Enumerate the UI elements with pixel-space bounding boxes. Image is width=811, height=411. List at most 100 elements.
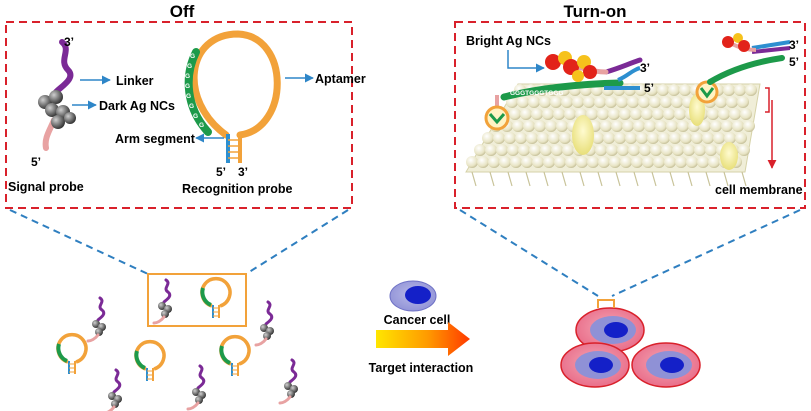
lipid-head [515, 132, 527, 144]
bright-ag-cluster-left [545, 51, 597, 82]
lipid-head [653, 156, 665, 168]
target-cell [575, 307, 645, 353]
lipid-head [609, 156, 621, 168]
lipid-head [572, 96, 584, 108]
lipid-tail [687, 171, 693, 187]
recognition-probe: G G G G G G G G [184, 30, 281, 163]
membrane-bracket [765, 87, 770, 113]
lipid-head [614, 132, 626, 144]
lipid-head [699, 120, 711, 132]
lipid-head [694, 144, 706, 156]
turn-on-three-prime-a: 3’ [640, 61, 650, 75]
lipid-head [474, 144, 486, 156]
dark-ag-cluster [38, 90, 76, 129]
lipid-head [620, 156, 632, 168]
aptamer-loop [190, 30, 281, 139]
lipid-head [655, 120, 667, 132]
lipid-head [507, 144, 519, 156]
lipid-head [657, 84, 669, 96]
lipid-head [649, 96, 661, 108]
lipid-head [735, 132, 747, 144]
lipid-head [561, 96, 573, 108]
highlight-box [147, 273, 247, 327]
lipid-head [477, 156, 489, 168]
lipid-tail [471, 171, 477, 187]
lipid-head [721, 120, 733, 132]
lipid-head [534, 120, 546, 132]
lipid-head [598, 156, 610, 168]
lipid-head [691, 132, 703, 144]
svg-text:G: G [185, 83, 190, 90]
recognition-probe-small [219, 334, 251, 376]
signal-probe [38, 39, 76, 151]
lipid-head [559, 132, 571, 144]
lipid-head [668, 84, 680, 96]
green-sequence-arc [184, 48, 212, 136]
lipid-head [586, 108, 598, 120]
lipid-head [625, 132, 637, 144]
lipid-head [466, 156, 478, 168]
turn-on-panel-frame [454, 21, 806, 209]
cancer-cell-icon [389, 280, 437, 312]
lipid-head [540, 144, 552, 156]
recognition-probe-label: Recognition probe [182, 182, 292, 196]
lipid-head [564, 108, 576, 120]
arm-segment-label: Arm segment [115, 132, 196, 146]
lipid-head [528, 96, 540, 108]
lipid-head [504, 132, 516, 144]
lipid-head [743, 120, 755, 132]
lipid-head [672, 144, 684, 156]
bright-ag-arrow [507, 50, 545, 73]
lipid-head [520, 108, 532, 120]
lipid-head [669, 132, 681, 144]
lipid-head [705, 144, 717, 156]
lipid-head [529, 144, 541, 156]
lipid-head [550, 96, 562, 108]
lipid-head [551, 144, 563, 156]
receptor-ring-left [484, 105, 510, 131]
lipid-head [496, 144, 508, 156]
lipid-head [675, 156, 687, 168]
lipid-tail [525, 171, 531, 187]
lipid-head [680, 132, 692, 144]
lipid-head [576, 156, 588, 168]
lipid-bilayer [465, 83, 761, 187]
lipid-head [627, 96, 639, 108]
lipid-head [545, 120, 557, 132]
lipid-head [697, 156, 709, 168]
lipid-head [636, 132, 648, 144]
lipid-head [521, 156, 533, 168]
lipid-tail [633, 171, 639, 187]
lipid-head [661, 144, 673, 156]
lipid-tail [543, 171, 549, 187]
lipid-head [600, 120, 612, 132]
lipid-head [663, 108, 675, 120]
svg-text:G: G [186, 93, 191, 100]
lipid-head [493, 132, 505, 144]
bright-ag-label: Bright Ag NCs [466, 34, 551, 48]
lipid-head [726, 96, 738, 108]
recog-five-prime: 5’ [216, 165, 226, 179]
lipid-head [523, 120, 535, 132]
signal-probe-small [186, 364, 206, 411]
lipid-head [658, 132, 670, 144]
lipid-head [562, 144, 574, 156]
lipid-head [619, 108, 631, 120]
zoom-line-left-a [9, 209, 149, 275]
lipid-head [740, 108, 752, 120]
lipid-head [611, 120, 623, 132]
lipid-tail [651, 171, 657, 187]
zoom-line-right-b [611, 209, 801, 297]
lipid-head [594, 96, 606, 108]
lipid-tail [741, 171, 747, 187]
aptamer-label: Aptamer [315, 72, 366, 86]
lipid-head [517, 96, 529, 108]
bright-ag-cluster-right [722, 33, 750, 52]
lipid-head [652, 108, 664, 120]
lipid-head [605, 96, 617, 108]
lipid-head [633, 120, 645, 132]
lipid-head [499, 156, 511, 168]
lipid-head [617, 144, 629, 156]
lipid-head [556, 120, 568, 132]
lipid-head [710, 120, 722, 132]
